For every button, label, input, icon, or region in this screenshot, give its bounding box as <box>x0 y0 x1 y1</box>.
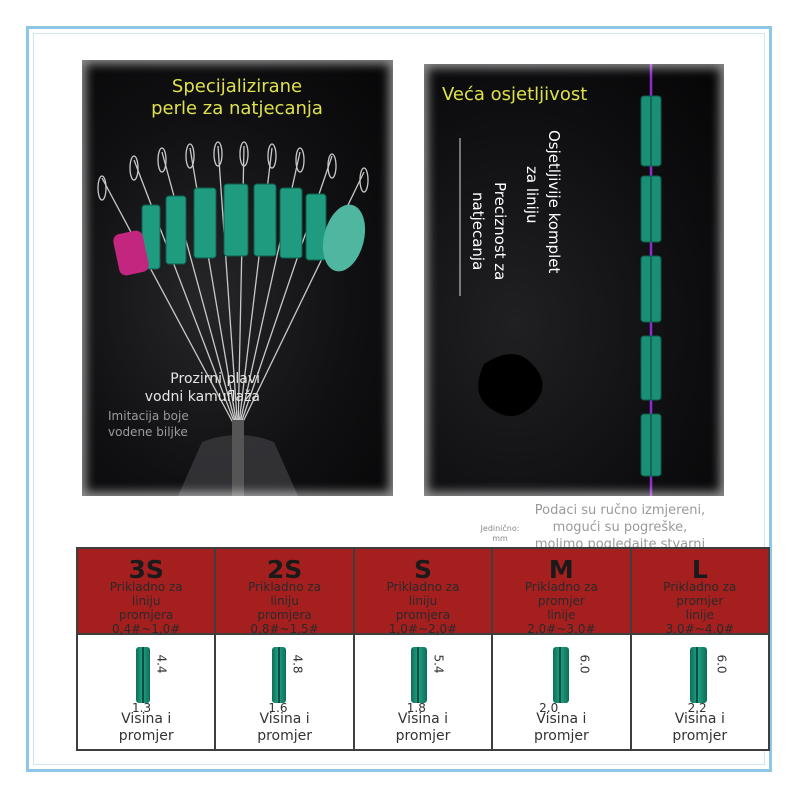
suitability-line2: liniju <box>408 594 438 608</box>
size-label: 2S <box>266 555 303 584</box>
dimension-cell-3s: 4.4 1.3 Visina i promjer <box>75 633 217 751</box>
line-range: 0,8#~1,5# <box>250 622 319 636</box>
caption-line2: promjer <box>395 728 451 744</box>
suitability-line1: Prikladno za <box>386 580 460 594</box>
suitability-line2: liniju <box>270 594 299 608</box>
bead-icon <box>272 647 287 703</box>
line-range: 3.0#~4.0# <box>665 622 734 636</box>
dimension-caption: Visina i promjer <box>632 711 768 745</box>
dimension-cell-s: 5.4 1.8 Visina i promjer <box>352 633 494 751</box>
bead-diameter: 1.3 <box>132 701 152 715</box>
caption-line1: Visina i <box>121 711 172 727</box>
bead-diameter: 1.8 <box>406 701 426 715</box>
bead-height: 6.0 <box>577 654 592 674</box>
suitability-line2: promjer <box>676 594 724 608</box>
vertical-line-4: natjecanja <box>469 192 487 271</box>
imitation-note: Imitacija boje vodene biljke <box>108 408 248 440</box>
dimension-row: 4.4 1.3 Visina i promjer 4.8 1.6 Visina … <box>75 633 771 751</box>
suitability-line3: linije <box>685 608 714 622</box>
suitability-line2: promjer <box>537 594 585 608</box>
size-table: 3S Prikladno za liniju promjera 0,4#~1,0… <box>75 547 771 751</box>
size-cell-m: M Prikladno za promjer linije 2.0#~3.0# <box>491 547 632 636</box>
camouflage-line1: Prozirni plavi <box>170 371 260 387</box>
bead-height: 5.4 <box>431 654 446 674</box>
bead-diameter: 1.6 <box>268 701 288 715</box>
left-title-line1: Specijalizirane <box>171 76 303 97</box>
bead-diameter: 2.0 <box>539 701 559 715</box>
bead-height: 6.0 <box>714 654 729 674</box>
caption-line2: promjer <box>672 728 728 744</box>
bead-icon <box>553 647 570 703</box>
camouflage-line2: vodni kamuflaža <box>144 389 260 405</box>
size-cell-s: S Prikladno za liniju promjera 1,0#~2,0# <box>352 547 494 636</box>
size-label: L <box>691 555 708 584</box>
suitability-line2: liniju <box>131 594 161 608</box>
dimension-caption: Visina i promjer <box>355 711 491 745</box>
caption-line1: Visina i <box>397 711 449 727</box>
bead-icon <box>136 647 150 703</box>
bead-height: 4.8 <box>290 654 305 674</box>
unit-line2: mm <box>492 534 508 543</box>
right-panel-title: Veća osjetljivost <box>442 84 588 105</box>
suitability-line1: Prikladno za <box>524 580 598 594</box>
bead-icon <box>410 647 427 703</box>
caption-line1: Visina i <box>536 711 587 727</box>
dimension-caption: Visina i promjer <box>216 711 352 745</box>
line-suitability: Prikladno za promjer linije 3.0#~4.0# <box>636 580 764 636</box>
vertical-line-1: Osjetljivije komplet <box>545 130 563 274</box>
unit-note: Jedinično: mm <box>478 524 522 544</box>
left-panel-title: Specijalizirane perle za natjecanja <box>122 76 352 120</box>
suitability-line1: Prikladno za <box>109 580 183 594</box>
imitation-line1: Imitacija boje <box>108 409 189 423</box>
vertical-line-3: Preciznost za <box>491 182 509 281</box>
size-cell-2s: 2S Prikladno za liniju promjera 0,8#~1,5… <box>214 547 355 636</box>
suitability-line1: Prikladno za <box>663 580 737 594</box>
caption-line1: Visina i <box>674 711 725 727</box>
size-label: M <box>548 555 574 584</box>
line-suitability: Prikladno za liniju promjera 0,4#~1,0# <box>82 580 210 636</box>
size-label: 3S <box>128 555 164 584</box>
line-suitability: Prikladno za liniju promjera 1,0#~2,0# <box>359 580 487 636</box>
bead-diameter: 2.2 <box>687 701 707 715</box>
dimension-cell-2s: 4.8 1.6 Visina i promjer <box>214 633 355 751</box>
line-suitability: Prikladno za promjer linije 2.0#~3.0# <box>497 580 625 636</box>
caption-line1: Visina i <box>259 711 310 727</box>
inner-frame <box>33 33 765 765</box>
line-range: 1,0#~2,0# <box>388 622 458 636</box>
dimension-caption: Visina i promjer <box>78 711 214 745</box>
line-range: 0,4#~1,0# <box>112 622 181 636</box>
suitability-line3: promjera <box>119 608 174 622</box>
disclaimer-line1: Podaci su ručno izmjereni, <box>534 503 706 518</box>
suitability-line3: linije <box>547 608 576 622</box>
suitability-line3: promjera <box>257 608 312 622</box>
disclaimer-line2: mogući su pogreške, <box>552 520 688 535</box>
camouflage-caption: Prozirni plavi vodni kamuflaža <box>110 370 260 406</box>
dimension-cell-l: 6.0 2.2 Visina i promjer <box>629 633 771 751</box>
outer-frame <box>26 26 772 772</box>
bead-icon <box>689 647 707 703</box>
line-range: 2.0#~3.0# <box>527 622 596 636</box>
left-product-panel: Specijalizirane perle za natjecanja Proz… <box>82 60 393 496</box>
caption-line2: promjer <box>533 728 589 744</box>
size-cell-l: L Prikladno za promjer linije 3.0#~4.0# <box>629 547 771 636</box>
vertical-line-2: za liniju <box>523 166 541 224</box>
dimension-caption: Visina i promjer <box>493 711 629 745</box>
right-product-panel: Veća osjetljivost Osjetljivije komplet z… <box>424 64 724 496</box>
unit-line1: Jedinično: <box>480 524 520 533</box>
size-cell-3s: 3S Prikladno za liniju promjera 0,4#~1,0… <box>75 547 217 636</box>
caption-line2: promjer <box>118 728 174 744</box>
bead-fan-illustration <box>97 141 369 496</box>
line-suitability: Prikladno za liniju promjera 0,8#~1,5# <box>220 580 348 636</box>
size-header-row: 3S Prikladno za liniju promjera 0,4#~1,0… <box>75 547 771 636</box>
suitability-line1: Prikladno za <box>248 580 322 594</box>
caption-line2: promjer <box>257 728 312 744</box>
bead-height: 4.4 <box>154 654 169 674</box>
size-label: S <box>413 555 432 584</box>
beads-on-line-illustration <box>459 64 662 496</box>
left-title-line2: perle za natjecanja <box>151 98 323 119</box>
suitability-line3: promjera <box>395 608 451 622</box>
dimension-cell-m: 6.0 2.0 Visina i promjer <box>491 633 632 751</box>
imitation-line2: vodene biljke <box>108 425 188 439</box>
